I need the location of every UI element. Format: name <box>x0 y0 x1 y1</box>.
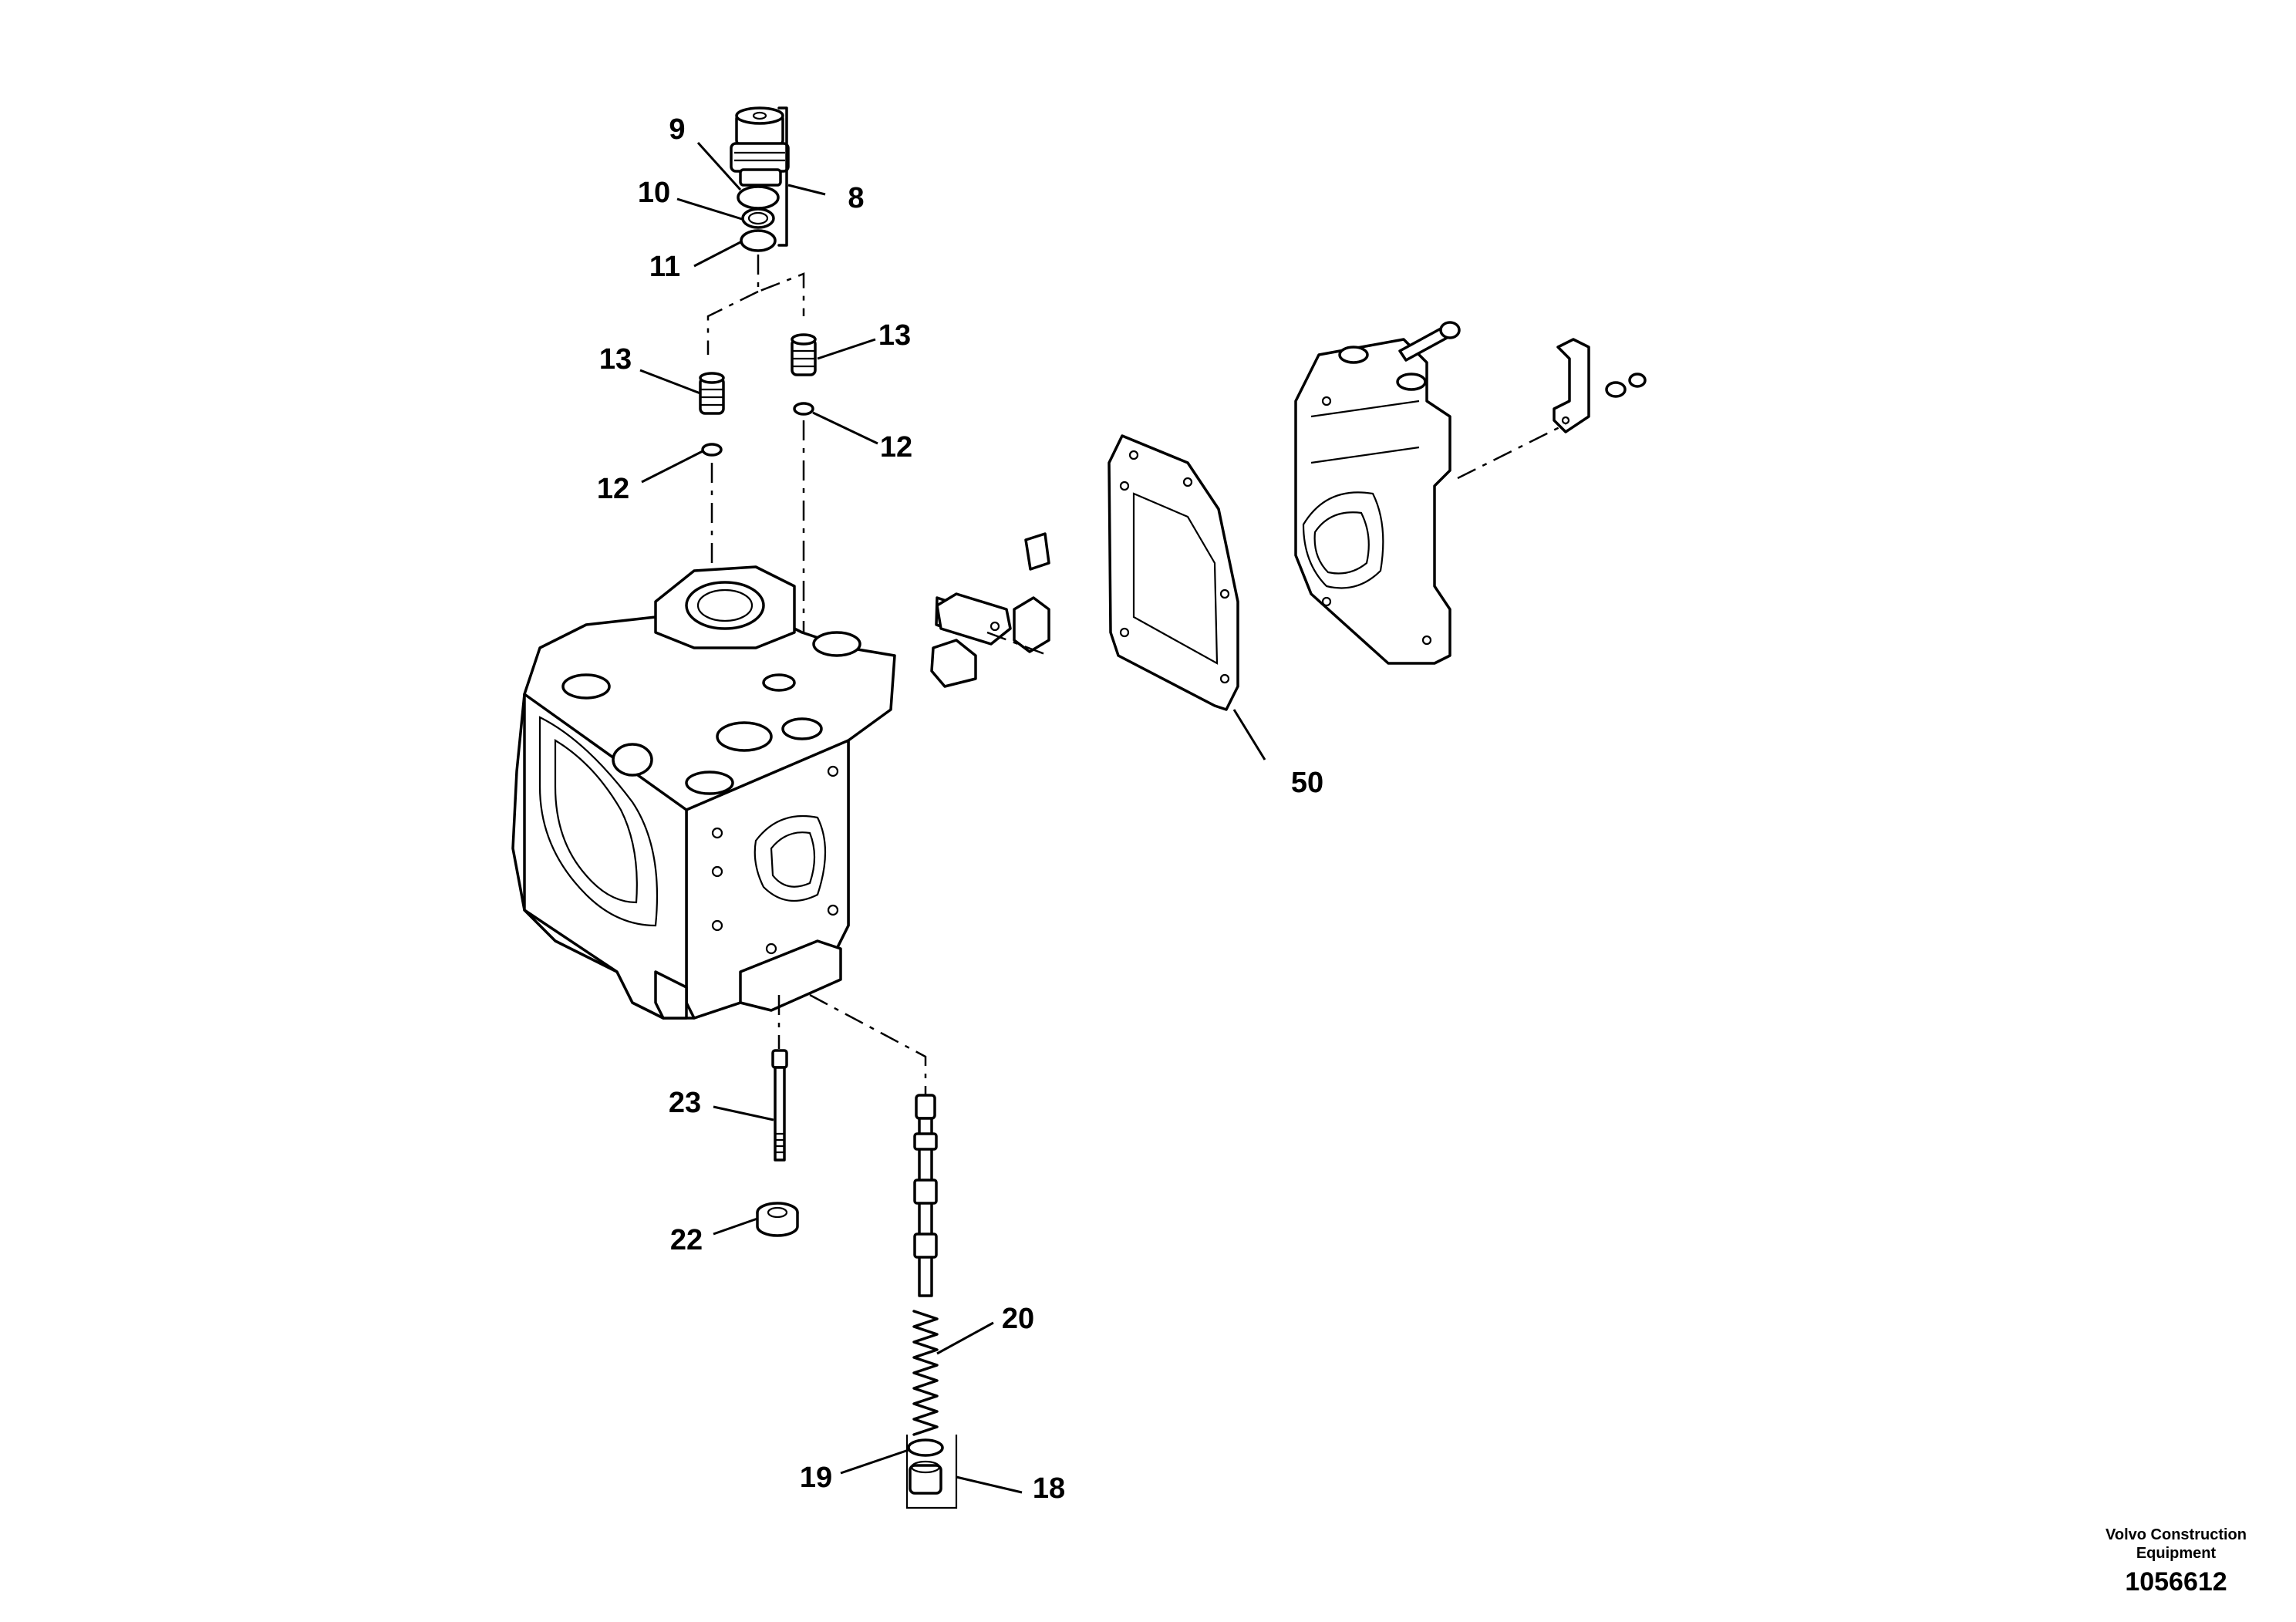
company-name-line2: Equipment <box>2136 1545 2217 1562</box>
pump-housing <box>511 565 896 1020</box>
assembly-axis-line <box>706 255 805 355</box>
callout-8: 8 <box>848 182 865 214</box>
callout-23: 23 <box>668 1087 702 1119</box>
link-parts <box>930 532 1050 688</box>
relief-cartridge-assembly <box>730 106 790 252</box>
callout-13-left: 13 <box>598 343 632 376</box>
callout-12-right: 12 <box>879 431 913 464</box>
spool-axis-line <box>809 993 927 1095</box>
title-block: Volvo Construction Equipment 1056612 <box>2106 1526 2247 1597</box>
check-valve-right <box>791 333 817 416</box>
nut-washer <box>1605 373 1647 398</box>
gasket <box>1108 434 1239 711</box>
lock-nut <box>756 1202 799 1237</box>
callout-50: 50 <box>1290 767 1324 799</box>
bracket <box>1553 338 1590 433</box>
callout-13-right: 13 <box>878 319 912 352</box>
drawing-number: 1056612 <box>2125 1567 2227 1597</box>
regulator-housing <box>1294 338 1451 665</box>
callout-20: 20 <box>1001 1303 1035 1335</box>
bracket-axis-line <box>1457 423 1566 480</box>
callout-18: 18 <box>1032 1472 1066 1505</box>
check-valve-left <box>699 372 725 457</box>
callout-22: 22 <box>669 1224 703 1256</box>
company-name-line1: Volvo Construction <box>2106 1526 2247 1543</box>
cap-screw <box>1398 321 1461 362</box>
callout-9: 9 <box>669 113 686 146</box>
callout-11: 11 <box>649 251 681 283</box>
callout-19: 19 <box>799 1462 833 1494</box>
pin-bolt <box>771 1049 788 1162</box>
leader-lines <box>639 141 1266 1494</box>
callout-10: 10 <box>637 177 671 209</box>
plug-assembly <box>905 1435 958 1509</box>
control-spool <box>913 1094 938 1297</box>
spool-spring <box>912 1310 939 1436</box>
callout-12-left: 12 <box>596 473 630 505</box>
